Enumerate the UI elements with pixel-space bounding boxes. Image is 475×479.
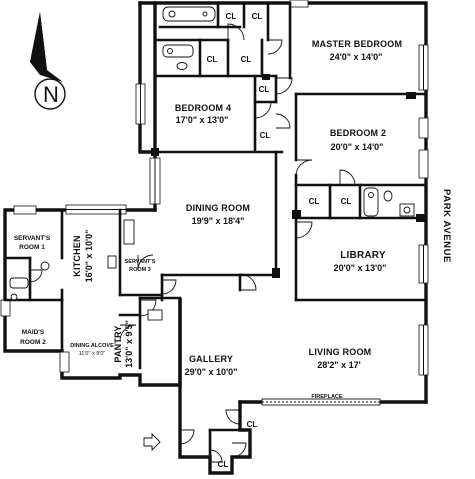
bedroom-2-name: BEDROOM 2 — [330, 128, 386, 138]
master-bedroom-dims: 24'0" x 14'0" — [330, 52, 383, 62]
closet-label-3: CL — [207, 55, 218, 64]
closet-label-5: CL — [259, 85, 270, 94]
window-maid-west — [0, 299, 11, 317]
toilet-3-icon — [40, 261, 50, 271]
counter-icon — [123, 219, 135, 245]
doors — [29, 23, 356, 463]
pantry-name: PANTRY — [113, 325, 123, 362]
fixtures — [9, 6, 415, 452]
tub-small-icon — [9, 277, 29, 289]
columns — [151, 74, 426, 278]
fireplace-label: FIREPLACE — [311, 394, 343, 400]
range-icon — [107, 255, 117, 269]
library-dims: 20'0" x 13'0" — [334, 263, 387, 273]
pantry-dims: 13'0" x 9'5" — [124, 320, 134, 368]
servants-room-1-name: SERVANT'S — [14, 235, 51, 242]
closet-label-7: CL — [309, 197, 320, 206]
dining-alcove-name: DINING ALCOVE — [70, 343, 114, 349]
window-servant1-north — [13, 205, 37, 215]
interior-walls — [3, 1, 428, 459]
window-bed2-east-2 — [418, 149, 429, 179]
toilet-icon — [176, 62, 188, 70]
windows — [0, 0, 429, 376]
street-label: PARK AVENUE — [441, 189, 452, 263]
kitchen-dims: 16'0" x 10'0" — [84, 230, 94, 283]
dining-room-dims: 19'9" x 18'4" — [192, 216, 245, 226]
dining-room-name: DINING ROOM — [186, 203, 250, 213]
entry-arrow-icon — [143, 432, 161, 452]
bathtub-icon — [162, 6, 216, 22]
closet-label-6: CL — [260, 131, 271, 140]
maids-room-2-name2: ROOM 2 — [20, 339, 46, 346]
north-arrow-icon: N — [30, 12, 66, 110]
bathtub-3-icon — [363, 187, 379, 217]
library-name: LIBRARY — [340, 250, 386, 261]
living-room-name: LIVING ROOM — [309, 347, 372, 357]
window-bed2-east-1 — [418, 117, 429, 139]
servants-room-3-name2: ROOM 3 — [129, 267, 151, 273]
gallery-dims: 29'0" x 10'0" — [185, 367, 238, 377]
bedroom-4-dims: 17'0" x 13'0" — [176, 115, 229, 125]
bedroom-4-name: BEDROOM 4 — [175, 103, 231, 113]
servants-room-3-name: SERVANT'S — [125, 259, 156, 265]
toilet-2-icon — [383, 190, 393, 202]
living-room-dims: 28'2" x 17' — [317, 360, 361, 370]
closet-label-2: CL — [252, 12, 263, 21]
closet-label-4: CL — [241, 55, 252, 64]
compass-n-label: N — [43, 82, 59, 107]
pantry-sink-icon — [147, 309, 163, 321]
master-bedroom-name: MASTER BEDROOM — [312, 39, 402, 49]
closet-label-10: CL — [218, 460, 229, 469]
closet-label-8: CL — [341, 197, 352, 206]
window-master-north — [289, 0, 309, 8]
maids-room-2-name: MAID'S — [22, 329, 45, 336]
window-alcove-west — [59, 351, 70, 373]
dining-alcove-dims: 11'0" x 9'0" — [79, 351, 106, 357]
sink-2-icon — [10, 293, 18, 301]
closet-label-1: CL — [226, 12, 237, 21]
room-labels: MASTER BEDROOM 24'0" x 14'0" BEDROOM 4 1… — [14, 12, 452, 469]
closet-label-9: CL — [247, 420, 258, 429]
kitchen-name: KITCHEN — [72, 235, 82, 276]
bathtub-2-icon — [162, 44, 194, 58]
bedroom-2-dims: 20'0" x 14'0" — [331, 142, 384, 152]
servants-room-1-name2: ROOM 1 — [19, 244, 45, 251]
gallery-name: GALLERY — [189, 354, 233, 364]
